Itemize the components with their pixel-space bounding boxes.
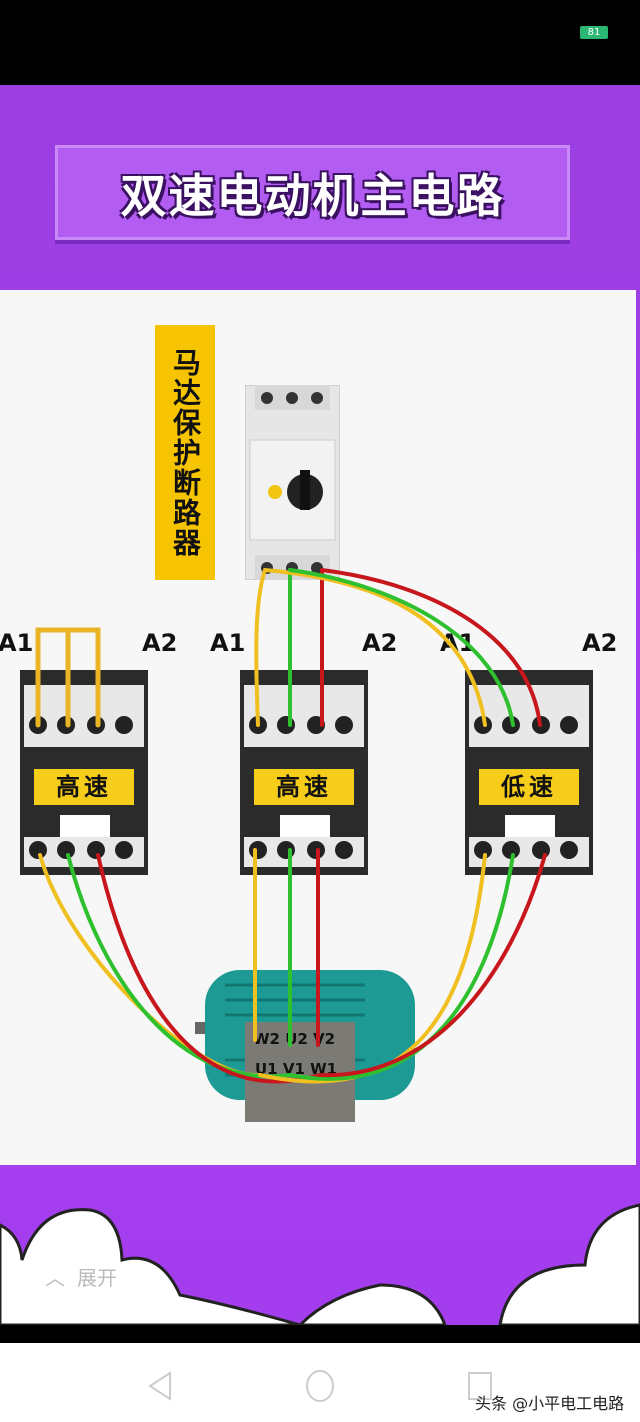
coil-a2-label: A2 bbox=[582, 629, 618, 657]
contactor-low-speed: A1 A2 低速 bbox=[440, 629, 617, 875]
breaker-label-box: 马达保护断路器 bbox=[155, 325, 215, 580]
coil-a2-label: A2 bbox=[362, 629, 398, 657]
status-bar bbox=[0, 0, 640, 85]
navigation-bar bbox=[0, 1343, 640, 1422]
speed-label: 高速 bbox=[34, 769, 134, 805]
contactor-high-speed-2: A1 A2 高速 bbox=[210, 629, 397, 875]
coil-a2-label: A2 bbox=[142, 629, 178, 657]
home-icon[interactable] bbox=[303, 1368, 337, 1404]
breaker-label: 马达保护断路器 bbox=[169, 347, 202, 558]
expand-label: 展开 bbox=[77, 1266, 117, 1290]
divider-bar bbox=[0, 1325, 640, 1343]
battery-indicator: 81 bbox=[580, 26, 608, 39]
coil-a1-label: A1 bbox=[0, 629, 34, 657]
cloud-decoration bbox=[0, 1203, 640, 1325]
coil-a1-label: A1 bbox=[440, 629, 476, 657]
coil-a1-label: A1 bbox=[210, 629, 246, 657]
watermark: 头条 @小平电工电路 bbox=[475, 1394, 625, 1413]
poster-title: 双速电动机主电路 bbox=[120, 168, 505, 223]
back-icon[interactable] bbox=[145, 1370, 175, 1402]
speed-label: 高速 bbox=[254, 769, 354, 805]
speed-label: 低速 bbox=[479, 769, 579, 805]
recents-icon[interactable] bbox=[465, 1370, 495, 1402]
title-banner: 双速电动机主电路 bbox=[55, 145, 570, 240]
motor-protection-breaker bbox=[245, 385, 340, 580]
contactor-high-speed-1: A1 A2 高速 bbox=[0, 629, 177, 875]
motor: W2 U2 V2 U1 V1 W1 bbox=[195, 960, 425, 1125]
expand-button[interactable]: ︿ 展开 bbox=[45, 1262, 117, 1291]
terminal-labels-top: W2 U2 V2 bbox=[253, 1030, 336, 1048]
chevron-up-icon: ︿ bbox=[45, 1266, 65, 1290]
terminal-labels-bottom: U1 V1 W1 bbox=[255, 1060, 338, 1078]
